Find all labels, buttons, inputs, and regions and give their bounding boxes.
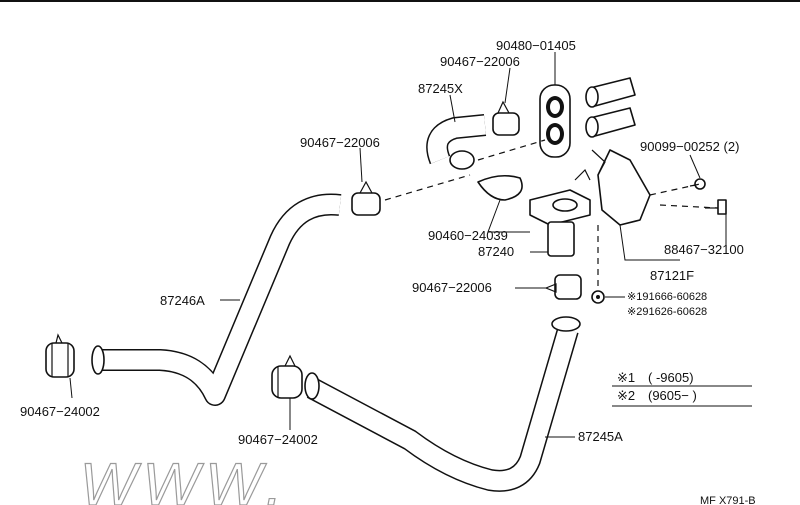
label-90467-24002-left: 90467−24002 (20, 404, 100, 419)
dash-line-5 (659, 204, 719, 209)
label-87245a: 87245A (578, 429, 623, 444)
label-90460-24039: 90460−24039 (428, 228, 508, 243)
clamp-mid-22006 (544, 274, 582, 300)
label-88467-32100: 88467−32100 (664, 242, 744, 257)
valve-87240 (529, 168, 591, 257)
legend-range-1: ( -9605) (648, 370, 694, 385)
bracket-87121f (591, 149, 651, 226)
legend-mark-2: ※2 (617, 388, 635, 403)
gasket-90480 (539, 84, 571, 158)
label-90467-22006-top: 90467−22006 (440, 54, 520, 69)
label-90467-24002-mid: 90467−24002 (238, 432, 318, 447)
pipes-right (585, 77, 636, 138)
hose-87245a (304, 316, 581, 492)
clamp-mid-24002 (271, 354, 303, 399)
label-87246a: 87246A (160, 293, 205, 308)
label-90480-01405: 90480−01405 (496, 38, 576, 53)
clamp-left-24002 (45, 333, 75, 378)
label-87240: 87240 (478, 244, 514, 259)
label-87245x: 87245X (418, 81, 463, 96)
hose-87246a (91, 193, 342, 406)
clamp-left-22006 (351, 180, 381, 216)
label-90467-22006-left: 90467−22006 (300, 135, 380, 150)
label-91626-60628: ※291626-60628 (627, 306, 707, 318)
legend: ※1 ( -9605) ※2 (9605− ) (612, 370, 752, 407)
label-87121f: 87121F (650, 268, 694, 283)
label-90099-00252: 90099−00252 (2) (640, 139, 739, 154)
dash-line-2 (477, 139, 546, 161)
legend-mark-1: ※1 (617, 370, 635, 385)
label-91666-60628: ※191666-60628 (627, 291, 707, 303)
hose-87245x (426, 114, 487, 170)
clamp-top-22006 (492, 100, 520, 136)
nut-91666 (591, 290, 605, 304)
label-90467-22006-mid: 90467−22006 (412, 280, 492, 295)
diagram-code: MF X791-B (700, 495, 756, 505)
dash-line-4 (649, 183, 701, 196)
watermark-text: WWW. (80, 451, 288, 505)
leader-lines (69, 52, 727, 438)
legend-range-2: (9605− ) (648, 388, 697, 403)
clamp-90460 (477, 174, 523, 201)
dash-line-1 (384, 174, 471, 201)
